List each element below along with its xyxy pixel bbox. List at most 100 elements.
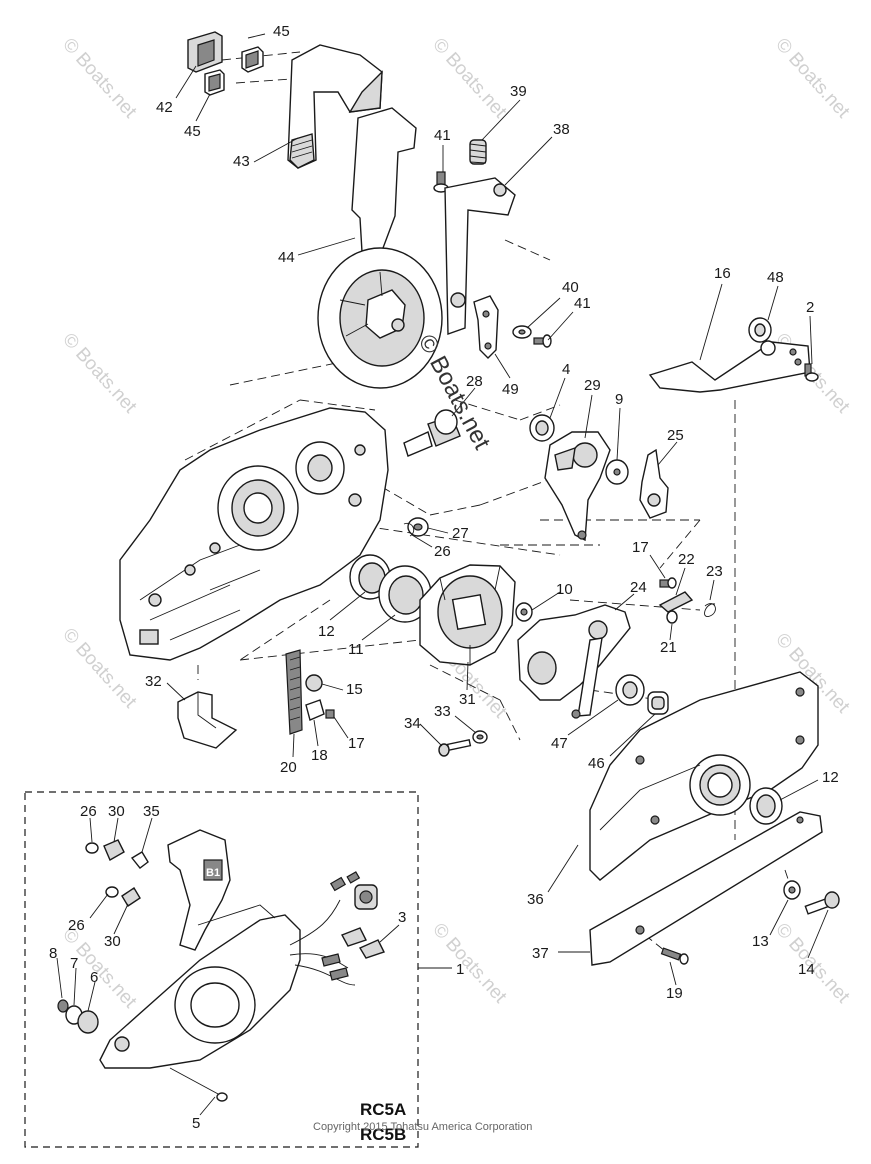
part-48-bushing xyxy=(748,317,772,343)
callout-41: 41 xyxy=(434,127,451,144)
callout-30: 30 xyxy=(104,933,121,950)
callout-28: 28 xyxy=(466,373,483,390)
callout-6: 6 xyxy=(90,969,98,986)
part-37-bottom-rail xyxy=(589,811,823,966)
callout-2: 2 xyxy=(806,299,814,316)
callout-27: 27 xyxy=(452,525,469,542)
callout-26: 26 xyxy=(68,917,85,934)
callout-43: 43 xyxy=(233,153,250,170)
callout-8: 8 xyxy=(49,945,57,962)
part-43-handle-cover xyxy=(287,44,383,169)
callout-13: 13 xyxy=(752,933,769,950)
model-code-rc5b: RC5B xyxy=(360,1125,406,1144)
callout-33: 33 xyxy=(434,703,451,720)
callout-17: 17 xyxy=(348,735,365,752)
part-12-ring-lower xyxy=(749,787,783,825)
callout-10: 10 xyxy=(556,581,573,598)
watermark: © Boats.net xyxy=(58,329,141,418)
part-6-knob xyxy=(77,1010,99,1034)
callout-32: 32 xyxy=(145,673,162,690)
part-26-washer-box-b xyxy=(105,886,119,898)
callout-35: 35 xyxy=(143,803,160,820)
part-24-shift-lever xyxy=(517,604,631,719)
main-housing xyxy=(119,407,389,661)
callout-18: 18 xyxy=(311,747,328,764)
callout-7: 7 xyxy=(70,955,78,972)
callout-16: 16 xyxy=(714,265,731,282)
callout-4: 4 xyxy=(562,361,570,378)
part-30-block-a xyxy=(103,839,125,861)
part-8-nut xyxy=(57,999,69,1013)
callout-41: 41 xyxy=(574,295,591,312)
callout-42: 42 xyxy=(156,99,173,116)
part-11-friction-plate xyxy=(378,565,432,623)
part-17-screw-left xyxy=(325,709,335,719)
part-9-washer xyxy=(605,459,629,485)
part-25-throttle-arm xyxy=(639,448,669,519)
lever-badge: B1 xyxy=(206,867,220,879)
part-49-link-plate xyxy=(473,295,499,359)
callout-26: 26 xyxy=(434,543,451,560)
part-40-washer xyxy=(512,325,532,339)
part-32-bottom-cover xyxy=(177,691,238,749)
part-38-lock-lever xyxy=(444,177,516,335)
part-18-bracket xyxy=(305,699,325,721)
callout-47: 47 xyxy=(551,735,568,752)
watermark: © Boats.net xyxy=(58,34,141,123)
callout-14: 14 xyxy=(798,961,815,978)
part-44-control-handle xyxy=(317,107,443,389)
part-42-cover-clip xyxy=(187,31,264,96)
part-26-washer-box-a xyxy=(85,842,99,854)
callout-39: 39 xyxy=(510,83,527,100)
part-19-screw xyxy=(660,947,689,965)
callout-19: 19 xyxy=(666,985,683,1002)
callout-40: 40 xyxy=(562,279,579,296)
part-29-cam-plate xyxy=(544,431,611,542)
watermark: © Boats.net xyxy=(428,919,511,1008)
part-35-clip xyxy=(130,851,149,869)
callout-31: 31 xyxy=(459,691,476,708)
part-28-shaft xyxy=(403,409,461,457)
callout-46: 46 xyxy=(588,755,605,772)
part-10-bushing xyxy=(515,602,533,622)
callout-5: 5 xyxy=(192,1115,200,1132)
callout-37: 37 xyxy=(532,945,549,962)
part-17-screw-right xyxy=(659,577,677,589)
part-34-bolt xyxy=(438,738,472,757)
part-27-washer xyxy=(407,517,429,537)
callout-29: 29 xyxy=(584,377,601,394)
part-13-washer xyxy=(783,880,801,900)
callout-1: 1 xyxy=(456,961,464,978)
callout-25: 25 xyxy=(667,427,684,444)
part-41-screw-mid xyxy=(533,334,552,348)
part-14-bolt xyxy=(804,891,840,915)
watermark: © Boats.net xyxy=(771,34,854,123)
callout-36: 36 xyxy=(527,891,544,908)
callout-49: 49 xyxy=(502,381,519,398)
callout-44: 44 xyxy=(278,249,295,266)
callout-20: 20 xyxy=(280,759,297,776)
callout-labels: 45 42 45 43 44 39 41 38 40 41 49 16 48 2… xyxy=(49,23,839,1132)
part-20-friction-strip xyxy=(285,649,303,735)
callout-24: 24 xyxy=(630,579,647,596)
callout-15: 15 xyxy=(346,681,363,698)
part-5-long-bolt xyxy=(169,1067,228,1102)
callout-17: 17 xyxy=(632,539,649,556)
part-30-block-b xyxy=(121,887,141,907)
part-21-pin xyxy=(666,610,678,624)
callout-30: 30 xyxy=(108,803,125,820)
part-22-spring-plate xyxy=(658,591,694,613)
watermark: © Boats.net xyxy=(428,34,511,123)
part-46-spring-clip xyxy=(647,691,669,715)
callout-26: 26 xyxy=(80,803,97,820)
leader-lines xyxy=(56,33,829,1116)
callout-9: 9 xyxy=(615,391,623,408)
assembly-box xyxy=(24,791,419,1148)
copyright-notice: Copyright 2015 Tohatsu America Corporati… xyxy=(313,1121,532,1133)
callout-23: 23 xyxy=(706,563,723,580)
part-33-nut xyxy=(472,730,488,744)
callout-3: 3 xyxy=(398,909,406,926)
part-23-spring xyxy=(704,603,716,618)
callout-12: 12 xyxy=(822,769,839,786)
